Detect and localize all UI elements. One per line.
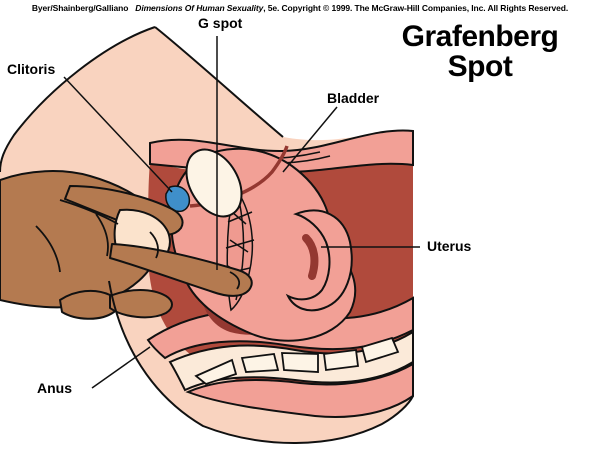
mons-outline bbox=[154, 26, 284, 138]
uterus-cavity-line bbox=[302, 234, 319, 280]
buttock-outline bbox=[108, 280, 414, 444]
hand-folded-finger bbox=[59, 289, 119, 320]
page-title: Grafenberg Spot bbox=[368, 22, 592, 82]
leader-lines bbox=[63, 36, 420, 389]
bladder-leader-line bbox=[282, 106, 338, 173]
page-title-line1: Grafenberg bbox=[401, 20, 559, 53]
uterus-shape bbox=[285, 209, 353, 312]
hand-folded-finger bbox=[109, 289, 173, 319]
clitoris-leader-line bbox=[63, 76, 173, 193]
credit-book-title: Dimensions Of Human Sexuality bbox=[135, 3, 264, 13]
tailbone-segments bbox=[194, 336, 400, 386]
label-g-spot: G spot bbox=[198, 15, 243, 31]
pubic-bone-oval bbox=[185, 148, 243, 218]
hand-group bbox=[0, 170, 253, 320]
label-uterus: Uterus bbox=[427, 238, 472, 254]
label-bladder: Bladder bbox=[327, 90, 380, 106]
credit-line: Byer/Shainberg/Galliano Dimensions Of Hum… bbox=[0, 3, 600, 13]
tailbone-segment bbox=[240, 353, 280, 373]
label-anus: Anus bbox=[37, 380, 72, 396]
hip-outline bbox=[0, 26, 156, 173]
hand-crease-lines bbox=[35, 199, 241, 290]
anus-leader-line bbox=[91, 346, 151, 389]
tailbone-segment bbox=[360, 336, 400, 364]
label-clitoris: Clitoris bbox=[7, 61, 56, 77]
hand-inserted-finger bbox=[109, 243, 253, 297]
tailbone-segment bbox=[322, 348, 360, 372]
credit-rest: , 5e. Copyright © 1999. The McGraw-Hill … bbox=[263, 3, 569, 13]
clitoris-marker bbox=[165, 185, 191, 213]
tailbone-segment bbox=[194, 358, 238, 386]
credit-authors: Byer/Shainberg/Galliano bbox=[31, 3, 129, 13]
tailbone-segment bbox=[280, 352, 319, 373]
page-title-line2: Spot bbox=[447, 50, 513, 83]
